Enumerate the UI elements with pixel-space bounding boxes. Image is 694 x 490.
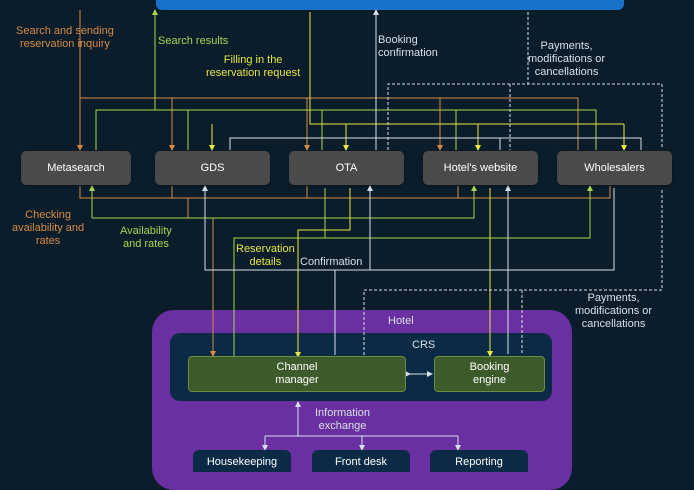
line-reservation-details <box>295 188 351 358</box>
label-availability-rates: Availability and rates <box>120 225 172 250</box>
line-avail-up <box>233 185 593 356</box>
node-front-desk: Front desk <box>312 450 410 472</box>
node-ota: OTA <box>289 151 404 185</box>
line-filling-request <box>309 12 624 125</box>
line-check-down <box>187 198 216 357</box>
label-confirmation: Confirmation <box>300 256 363 268</box>
line-avail-bus <box>92 185 477 219</box>
line-confirmation <box>202 185 336 355</box>
group-crs-label: CRS <box>412 339 436 351</box>
label-payments-top: Payments, modifications or cancellations <box>528 40 606 78</box>
node-channel-manager: Channel manager <box>188 356 406 392</box>
label-filling-request: Filling in the reservation request <box>206 54 301 79</box>
label-search-inquiry: Search and sending reservation inquiry <box>16 25 114 50</box>
connector-lines <box>77 9 663 451</box>
label-search-results: Search results <box>158 35 229 47</box>
node-reporting: Reporting <box>430 450 528 472</box>
node-metasearch: Metasearch <box>21 151 131 185</box>
top-banner <box>156 0 624 10</box>
line-confirm-right <box>335 188 615 271</box>
line-confirm-bus <box>229 137 642 150</box>
group-hotel-label: Hotel <box>388 315 414 327</box>
node-wholesalers: Wholesalers <box>557 151 672 185</box>
line-payments-top <box>387 12 663 150</box>
node-booking-engine: Booking engine <box>434 356 545 392</box>
node-hotels-website: Hotel's website <box>423 151 538 185</box>
line-checking-availability <box>79 186 611 199</box>
label-checking-availability: Checking availability and rates <box>12 209 85 247</box>
label-payments-bottom: Payments, modifications or cancellations <box>575 292 653 330</box>
node-housekeeping: Housekeeping <box>193 450 291 472</box>
line-results-bus <box>95 109 597 150</box>
line-payments-bottom <box>363 188 663 355</box>
label-booking-confirmation: Booking confirmation <box>378 34 438 59</box>
node-gds: GDS <box>155 151 270 185</box>
label-information-exchange: Information exchange <box>315 407 371 432</box>
label-reservation-details: Reservation details <box>236 243 295 268</box>
